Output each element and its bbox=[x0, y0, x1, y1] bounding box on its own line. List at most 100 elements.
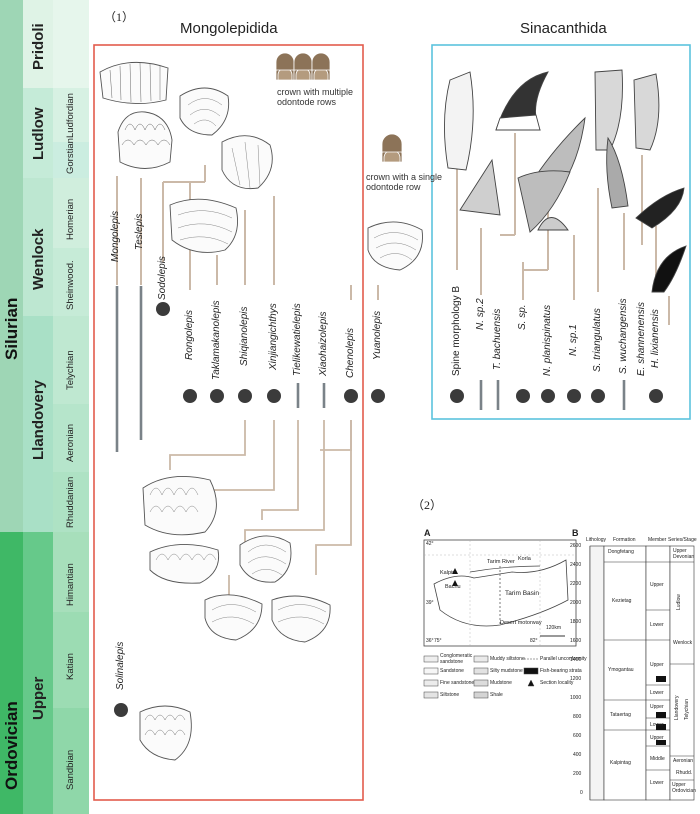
taxon-s-triangulatus: S. triangulatus bbox=[592, 308, 603, 372]
map-coord-75: 75° bbox=[434, 638, 442, 644]
title-mongolepidida: Mongolepidida bbox=[180, 20, 278, 37]
dot-shiqianolepis bbox=[238, 389, 252, 403]
sketch-yuanolepis bbox=[367, 221, 423, 271]
member-label: Upper bbox=[650, 662, 664, 668]
stage-ludfordian bbox=[53, 88, 89, 142]
member-label: Lower bbox=[650, 622, 664, 628]
series-wenlock: Wenlock bbox=[673, 640, 693, 646]
depth-tick: 1400 bbox=[570, 657, 582, 663]
taxon-teslepis: Teslepis bbox=[134, 213, 145, 250]
taxon-shiqianolepis: Shiqianolepis bbox=[239, 306, 250, 367]
mongolepidida-dots bbox=[114, 302, 385, 717]
map-legend-shale: Shale bbox=[490, 692, 503, 698]
epoch-upper bbox=[23, 532, 53, 814]
map-legend-siltstone: Siltstone bbox=[440, 692, 460, 698]
series-llandovery: Llandovery bbox=[674, 695, 680, 720]
column-header-lithology: Lithology bbox=[586, 537, 607, 543]
map-coord-39: 39° bbox=[426, 600, 434, 606]
map-place-bachu: Bachu bbox=[445, 584, 461, 590]
odontode-multi-icon bbox=[275, 52, 331, 81]
sinacanthida-ranges bbox=[456, 133, 670, 325]
depth-tick: 2000 bbox=[570, 600, 582, 606]
map-legend-muddy-siltstone: Muddy siltstone bbox=[490, 656, 525, 662]
taxon-spine-morphology-b: Spine morphology B bbox=[451, 285, 462, 376]
stage-pridoli-blank bbox=[53, 0, 89, 88]
depth-tick: 2200 bbox=[570, 581, 582, 587]
taxon-n-planispinatus: N. planispinatus bbox=[542, 304, 553, 376]
series-telychian: Telychian bbox=[684, 699, 690, 720]
sketch-solinalepis bbox=[139, 705, 192, 761]
spine-1 bbox=[444, 71, 474, 171]
stage-sandbian bbox=[53, 708, 89, 814]
depth-tick: 200 bbox=[573, 771, 582, 777]
epoch-wenlock bbox=[23, 178, 53, 316]
descent-lines bbox=[169, 420, 352, 595]
spine-10 bbox=[635, 187, 685, 229]
series-rhudd: Rhudd. bbox=[676, 770, 693, 776]
map-coord-82: 82° bbox=[530, 638, 538, 644]
taxon-s-sp: S. sp. bbox=[517, 304, 528, 330]
map-legend-fish-bearing: Fish-bearing strata bbox=[540, 668, 582, 674]
panel-label-2: （2） bbox=[412, 498, 443, 512]
map-place-desert-motorway: Desert motorway bbox=[500, 620, 542, 626]
dot-rongolepis bbox=[183, 389, 197, 403]
scale-sketches bbox=[99, 61, 423, 761]
column-header-series: Series/Stage bbox=[668, 537, 697, 543]
formation-kalpintag: Kalpintag bbox=[610, 760, 631, 766]
map-legend-silty-mudstone: Silty mudstone bbox=[490, 668, 523, 674]
tarim-river-line bbox=[469, 565, 541, 573]
taxon-h-lixianensis: H. lixianensis bbox=[650, 309, 661, 368]
stage-katian bbox=[53, 612, 89, 708]
column-tag: B bbox=[572, 528, 579, 538]
map-legend-fine-sandstone: Fine sandstone bbox=[440, 680, 475, 686]
strat-column bbox=[589, 545, 695, 801]
stage-gorstian bbox=[53, 142, 89, 178]
stage-homerian bbox=[53, 178, 89, 248]
note-single-row: crown with a single odontode row bbox=[366, 172, 443, 192]
stage-telychian bbox=[53, 316, 89, 404]
odontode-single-icon bbox=[381, 133, 403, 163]
map-place-tarim-river: Tarim River bbox=[487, 559, 515, 565]
epoch-llandovery bbox=[23, 316, 53, 532]
depth-tick: 800 bbox=[573, 714, 582, 720]
taxon-n-sp2: N. sp.2 bbox=[475, 298, 486, 330]
member-label: Lower bbox=[650, 690, 664, 696]
panel-label-1: （1） bbox=[104, 10, 135, 24]
dot-xinjiangichthys bbox=[267, 389, 281, 403]
taxon-t-bachuensis: T. bachuensis bbox=[492, 308, 503, 370]
column-header-formation: Formation bbox=[613, 537, 636, 543]
basin-outline bbox=[433, 559, 569, 627]
member-label: Lower bbox=[650, 780, 664, 786]
stage-aeronian bbox=[53, 404, 89, 472]
map-legend-swatches bbox=[423, 655, 539, 699]
taxon-s-wuchangensis: S. wuchangensis bbox=[618, 298, 629, 374]
taxon-taklamakanolepis: Taklamakanolepis bbox=[211, 300, 222, 380]
map-legend-mudstone: Mudstone bbox=[490, 680, 512, 686]
depth-tick: 2600 bbox=[570, 543, 582, 549]
map-panel bbox=[423, 539, 577, 647]
depth-tick: 600 bbox=[573, 733, 582, 739]
depth-tick: 1200 bbox=[570, 676, 582, 682]
depth-tick: 1800 bbox=[570, 619, 582, 625]
map-place-kalpin: Kalpin bbox=[440, 570, 456, 576]
spine-7 bbox=[517, 170, 571, 233]
sketch-teslepis bbox=[117, 111, 173, 169]
taxon-rongolepis: Rongolepis bbox=[184, 309, 195, 360]
spine-11 bbox=[651, 245, 687, 293]
sketch-ord-3 bbox=[239, 535, 292, 583]
stage-himantian bbox=[53, 532, 89, 612]
spine-sketches bbox=[444, 69, 687, 293]
map-place-tarim-basin: Tarim Basin bbox=[505, 590, 539, 597]
epoch-pridoli bbox=[23, 0, 53, 88]
sketch-ord-1 bbox=[142, 475, 217, 536]
map-tag: A bbox=[424, 528, 431, 538]
taxon-xiaohaizolepis: Xiaohaizolepis bbox=[318, 311, 329, 377]
spine-3 bbox=[459, 158, 501, 216]
formation-dongfetang: Dongfetang bbox=[608, 549, 634, 555]
taxon-e-shannenensis: E. shannenensis bbox=[636, 302, 647, 376]
depth-tick: 2400 bbox=[570, 562, 582, 568]
epoch-ludlow bbox=[23, 88, 53, 178]
period-band-silurian bbox=[0, 0, 23, 532]
series-aeronian: Aeronian bbox=[673, 758, 694, 764]
dot-sodolepis bbox=[156, 302, 170, 316]
